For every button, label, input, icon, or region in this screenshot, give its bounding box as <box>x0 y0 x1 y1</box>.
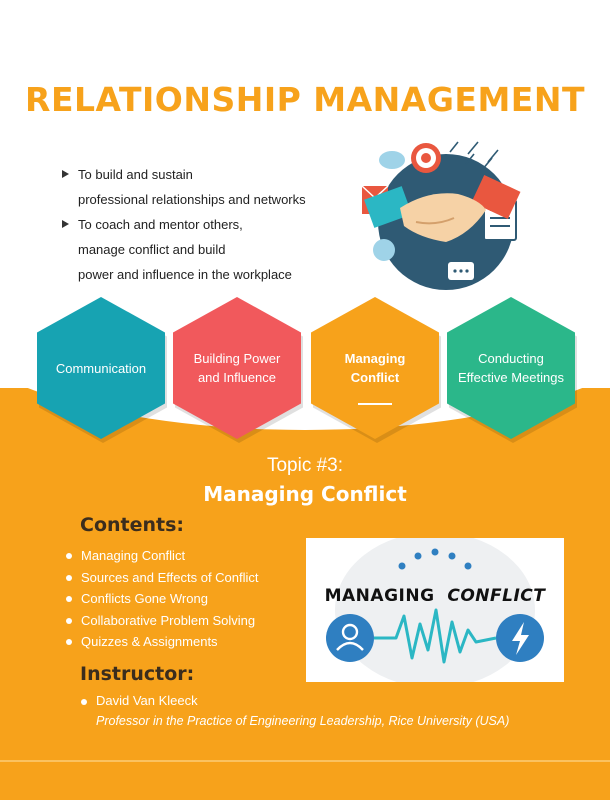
goal-line: power and influence in the workplace <box>78 267 292 282</box>
arrows-icon <box>449 141 499 171</box>
contents-item: Quizzes & Assignments <box>66 631 259 653</box>
goal-item: To coach and mentor others, manage confl… <box>62 212 362 287</box>
contents-item: Sources and Effects of Conflict <box>66 567 259 589</box>
topic-label-line: Managing <box>344 351 406 366</box>
bottom-divider <box>0 760 610 762</box>
illustration-graphic <box>326 538 544 682</box>
target-icon <box>411 143 441 173</box>
goal-line: To coach and mentor others, <box>78 217 243 232</box>
chat-icon <box>379 151 405 169</box>
hands-icon <box>364 174 521 242</box>
contents-heading: Contents: <box>80 514 185 536</box>
goal-item: To build and sustain professional relati… <box>62 162 362 212</box>
instructor-name: David Van Kleeck <box>81 693 198 708</box>
handshake-icon <box>361 141 521 290</box>
lightning-icon <box>496 614 544 662</box>
illustration-title: MANAGING CONFLICT <box>306 586 564 606</box>
topic-label-line: Building Power <box>193 351 281 366</box>
topic-name: Managing Conflict <box>203 482 407 506</box>
topic-label-line: Effective Meetings <box>458 370 564 385</box>
illustration-word: MANAGING <box>324 586 435 606</box>
topic-label-line: Conflict <box>350 370 400 385</box>
page-title: RELATIONSHIP MANAGEMENT <box>25 80 585 119</box>
managing-conflict-illustration: MANAGING CONFLICT <box>306 538 564 682</box>
illustration-word: CONFLICT <box>447 586 546 606</box>
triangle-bullet-icon <box>62 170 69 178</box>
contents-item: Conflicts Gone Wrong <box>66 588 259 610</box>
goal-line: manage conflict and build <box>78 242 226 257</box>
instructor-heading: Instructor: <box>80 663 195 685</box>
triangle-bullet-icon <box>62 220 69 228</box>
contents-list: Managing Conflict Sources and Effects of… <box>66 545 259 653</box>
contents-item: Managing Conflict <box>66 545 259 567</box>
topic-label-line: and Influence <box>197 370 277 385</box>
topic-label-line: Conducting <box>478 351 544 366</box>
topic-label-line: Communication <box>55 360 147 376</box>
instructor-role: Professor in the Practice of Engineering… <box>96 714 510 728</box>
goal-line: To build and sustain <box>78 167 193 182</box>
globe-icon <box>373 239 395 261</box>
person-icon <box>326 614 374 662</box>
goal-line: professional relationships and networks <box>78 192 306 207</box>
active-topic-underline <box>358 403 392 405</box>
topic-label: Managing Conflict <box>345 349 406 387</box>
dots-arc-icon <box>398 548 472 570</box>
pulse-line-icon <box>374 608 497 664</box>
topic-label: Communication <box>56 359 146 378</box>
goals-list: To build and sustain professional relati… <box>62 162 362 287</box>
topic-label: Building Power and Influence <box>194 349 281 387</box>
contents-item: Collaborative Problem Solving <box>66 610 259 632</box>
topic-number: Topic #3: <box>266 455 344 476</box>
topic-label: Conducting Effective Meetings <box>458 349 564 387</box>
speech-bubble-icon <box>448 262 474 280</box>
